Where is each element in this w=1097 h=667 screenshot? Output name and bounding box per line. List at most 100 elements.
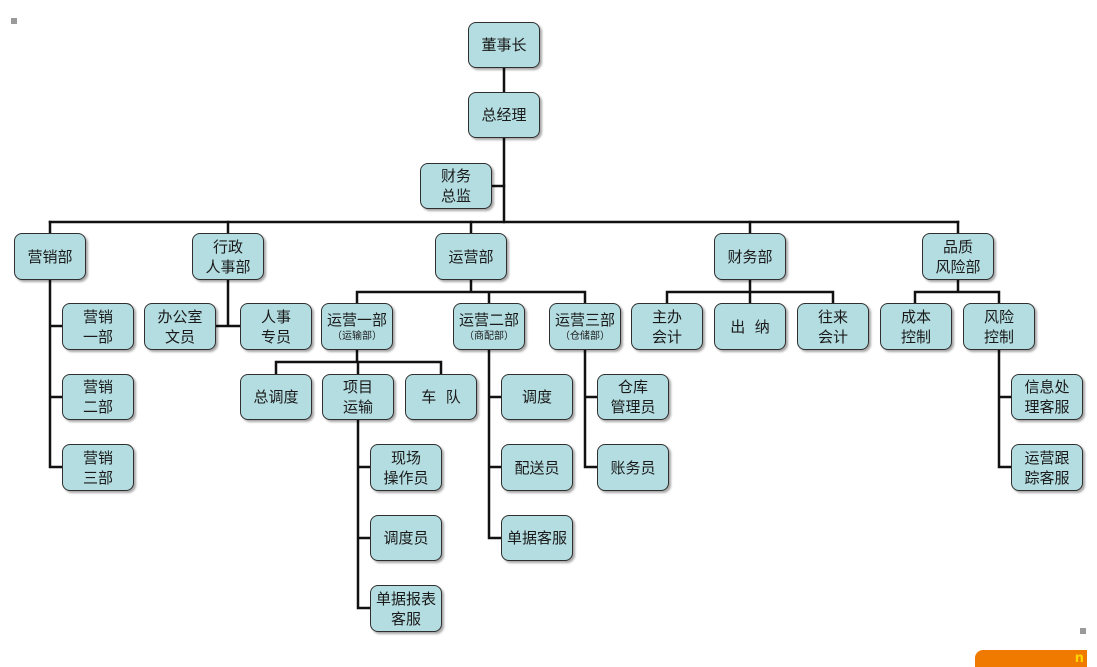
- node-info-processing-cs: 信息处理客服: [1011, 374, 1083, 420]
- node-label-line: 二部: [82, 398, 113, 416]
- node-chairman: 董事长: [468, 22, 540, 68]
- node-label-line: 往来: [817, 307, 848, 326]
- node-label-line: 营销部: [27, 247, 73, 266]
- node-cost-control: 成本控制: [880, 303, 952, 350]
- node-sublabel: （运输部）: [332, 330, 382, 342]
- node-label-line: 人事: [260, 307, 291, 326]
- node-sales-1: 营销一部: [62, 303, 134, 350]
- node-label-line: 运营跟: [1024, 448, 1070, 467]
- node-label-line: 控制: [983, 327, 1014, 346]
- node-cfo: 财务总监: [420, 163, 492, 209]
- node-label-line: 调度: [521, 388, 552, 406]
- node-label-line: 运营部: [448, 247, 494, 266]
- node-label-line: 踪客服: [1024, 468, 1070, 487]
- node-dispatcher: 调度员: [370, 515, 442, 561]
- node-label-line: 总调度: [253, 388, 299, 406]
- node-label-line: 营销: [82, 448, 113, 467]
- connector-level1-drops: [48, 220, 960, 235]
- connector-ops1-children: [274, 348, 443, 376]
- node-sublabel: （商配部）: [464, 330, 514, 342]
- node-label-line: 信息处: [1024, 378, 1070, 396]
- node-label-line: 成本: [900, 307, 931, 326]
- node-label-line: 财务: [440, 167, 471, 185]
- node-label-line: 单据客服: [506, 529, 567, 547]
- node-label-line: 项目: [342, 378, 373, 396]
- connector-ops-bus: [355, 278, 587, 305]
- node-ops-2: 运营二部（商配部）: [453, 303, 525, 350]
- node-label-line: 三部: [82, 468, 113, 487]
- node-label-line: 营销: [82, 307, 113, 326]
- node-label-line: 会计: [817, 327, 848, 346]
- node-sales-2: 营销二部: [62, 374, 134, 420]
- node-office-clerk: 办公室文员: [144, 303, 216, 350]
- node-chief-accountant: 主办会计: [631, 303, 703, 350]
- node-label-line: 控制: [900, 327, 931, 346]
- node-ar-ap-accountant: 往来会计: [797, 303, 869, 350]
- node-onsite-operator: 现场操作员: [370, 444, 442, 491]
- node-label-line: 主办: [651, 307, 682, 326]
- node-label-line: 单据报表: [375, 589, 436, 608]
- node-label-line: 运输: [342, 398, 373, 416]
- node-admin-hr-dept: 行政人事部: [192, 233, 264, 280]
- node-label-line: 现场: [390, 448, 421, 467]
- node-label-line: 仓库: [617, 378, 648, 396]
- node-label-line: 一部: [82, 327, 113, 346]
- node-label-line: 客服: [390, 609, 421, 628]
- node-label-line: 理客服: [1024, 398, 1070, 416]
- node-project-transport: 项目运输: [322, 374, 394, 420]
- node-chief-dispatch: 总调度: [240, 374, 312, 420]
- node-label-line: 管理员: [610, 398, 656, 416]
- node-quality-risk-dept: 品质风险部: [922, 233, 994, 280]
- node-operations-dept: 运营部: [435, 233, 507, 280]
- node-label-line: 运营二部: [458, 310, 519, 329]
- node-label-line: 操作员: [383, 468, 429, 487]
- node-label-line: 财务部: [727, 247, 773, 266]
- node-general-manager: 总经理: [468, 92, 540, 138]
- connector-risk-children: [997, 348, 1013, 469]
- node-label-line: 会计: [651, 327, 682, 346]
- node-label-line: 办公室: [157, 307, 203, 326]
- node-document-customer-service: 单据客服: [501, 515, 573, 561]
- node-label-line: 出 纳: [730, 317, 770, 336]
- node-label-line: 风险部: [935, 257, 981, 276]
- connector-ops2-children: [487, 348, 503, 540]
- node-sales-3: 营销三部: [62, 444, 134, 491]
- node-label-line: 文员: [164, 327, 195, 346]
- connector-ops3-children: [583, 348, 599, 469]
- node-sales-dept: 营销部: [14, 233, 86, 280]
- connector-sales-children: [48, 278, 64, 469]
- node-report-customer-service: 单据报表客服: [370, 585, 442, 632]
- connector-admin-children: [214, 278, 242, 328]
- connector-project-children: [356, 418, 372, 610]
- node-delivery-staff: 配送员: [501, 444, 573, 491]
- node-ops-tracking-cs: 运营跟踪客服: [1011, 444, 1083, 491]
- node-hr-specialist: 人事专员: [240, 303, 312, 350]
- node-sublabel: （仓储部）: [560, 330, 610, 342]
- node-accounts-clerk: 账务员: [597, 444, 669, 491]
- connector-finance-children: [665, 278, 835, 305]
- node-label-line: 配送员: [514, 458, 560, 477]
- node-label-line: 品质: [942, 237, 973, 256]
- node-cashier: 出 纳: [714, 303, 786, 350]
- corner-marker-bottom-right: [1080, 628, 1086, 634]
- node-label-line: 调度员: [383, 529, 429, 547]
- node-label-line: 风险: [983, 307, 1014, 326]
- node-label-line: 总经理: [481, 106, 527, 124]
- node-dispatch: 调度: [501, 374, 573, 420]
- node-label-line: 专员: [260, 327, 291, 346]
- node-fleet: 车 队: [405, 374, 477, 420]
- node-finance-dept: 财务部: [714, 233, 786, 280]
- node-label-line: 营销: [82, 378, 113, 396]
- node-ops-3: 运营三部（仓储部）: [549, 303, 621, 350]
- node-ops-1: 运营一部（运输部）: [321, 303, 393, 350]
- node-warehouse-manager: 仓库管理员: [597, 374, 669, 420]
- corner-badge: n: [975, 650, 1087, 667]
- node-label-line: 车 队: [421, 388, 461, 406]
- node-label-line: 运营一部: [326, 310, 387, 329]
- node-risk-control: 风险控制: [963, 303, 1035, 350]
- node-label-line: 人事部: [205, 257, 251, 276]
- node-label-line: 董事长: [481, 36, 527, 54]
- node-label-line: 总监: [440, 187, 471, 205]
